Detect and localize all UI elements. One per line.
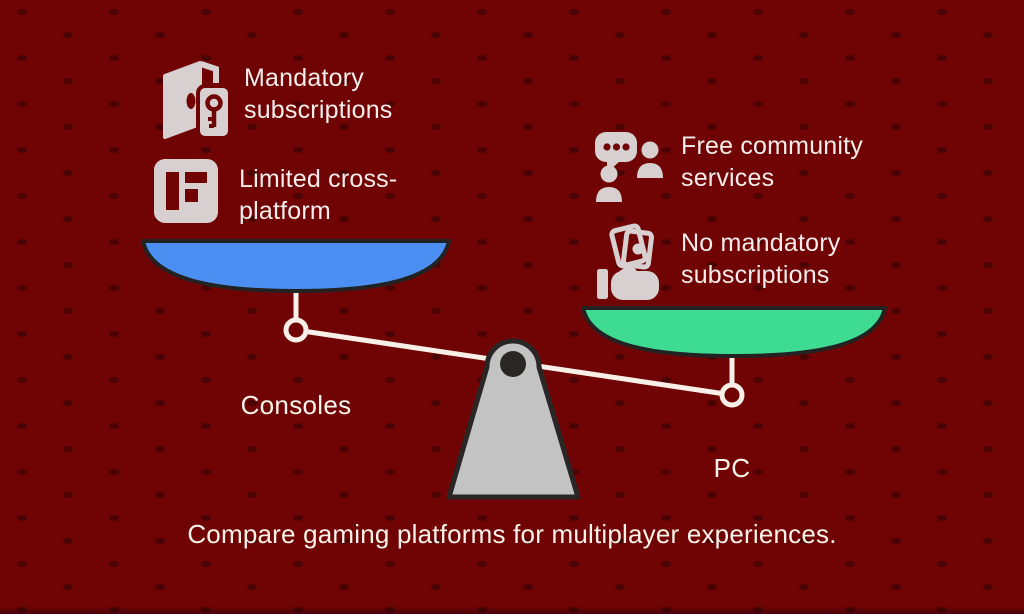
right-pivot-ring — [719, 382, 745, 408]
community-chat-icon — [593, 128, 665, 209]
feature-free-community-services: Free community services — [593, 128, 886, 209]
feature-no-mandatory-subscriptions: No mandatory subscriptions — [595, 221, 881, 310]
left-pivot-ring — [283, 317, 309, 343]
pc-label: PC — [713, 453, 751, 483]
fulcrum — [446, 338, 581, 500]
pc-pan — [581, 306, 887, 358]
feature-label: Free community services — [681, 132, 864, 192]
fulcrum-pivot-hole — [500, 351, 526, 377]
feature-mandatory-subscriptions: Mandatory subscriptions — [158, 60, 459, 145]
hand-money-icon — [595, 221, 665, 310]
consoles-pan — [141, 239, 451, 293]
caption-text: Compare gaming platforms for multiplayer… — [187, 519, 837, 549]
feature-label: Limited cross-platform — [239, 165, 398, 225]
consoles-label: Consoles — [240, 390, 352, 420]
letter-f-tile-icon — [153, 158, 219, 229]
feature-limited-cross-platform: Limited cross-platform — [153, 158, 454, 229]
feature-label: No mandatory subscriptions — [681, 229, 841, 289]
door-key-icon — [158, 60, 232, 145]
feature-label: Mandatory subscriptions — [244, 64, 393, 124]
